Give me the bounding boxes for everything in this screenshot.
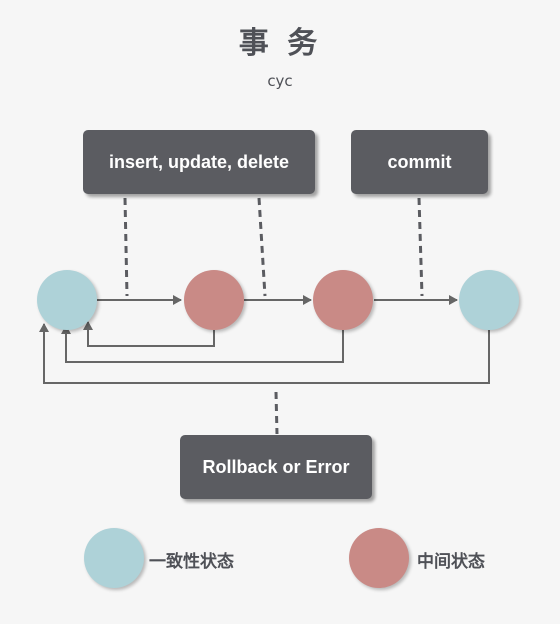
dml-connector-2 [257, 197, 267, 297]
return-arrow-3 [39, 323, 490, 384]
state-node-intermediate-2 [313, 270, 373, 330]
return-arrow-2 [61, 325, 344, 363]
dml-operations-box: insert, update, delete [83, 130, 315, 194]
commit-connector [417, 197, 424, 297]
diagram-subtitle: cyc [267, 72, 293, 90]
state-node-consistent-start [37, 270, 97, 330]
dml-connector-1 [123, 197, 129, 297]
commit-box: commit [351, 130, 488, 194]
legend-consistent-label: 一致性状态 [149, 552, 234, 572]
rollback-box: Rollback or Error [180, 435, 372, 499]
legend-intermediate-swatch [349, 528, 409, 588]
legend-consistent-swatch [84, 528, 144, 588]
rollback-connector [274, 391, 279, 435]
state-node-consistent-end [459, 270, 519, 330]
diagram-title: 事 务 [238, 26, 322, 61]
state-node-intermediate-1 [184, 270, 244, 330]
return-arrow-1 [83, 321, 215, 347]
legend-intermediate-label: 中间状态 [417, 552, 485, 572]
